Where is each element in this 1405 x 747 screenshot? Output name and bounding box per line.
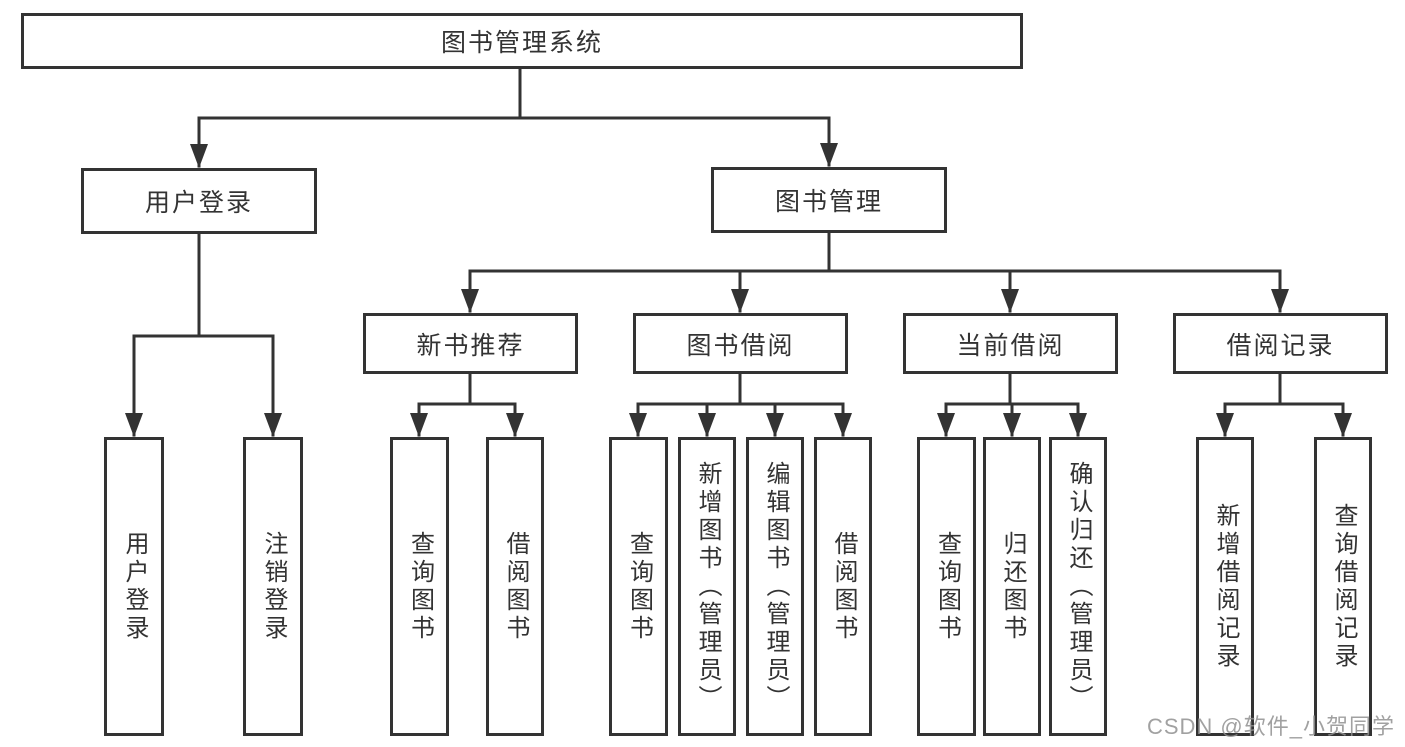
leaf-borrow-books: 借阅图书 (486, 437, 544, 736)
arrowheads (125, 143, 1352, 437)
leaf-query-books: 查询图书 (390, 437, 449, 736)
leaf-confirm-return-admin: 确认归还（管理员） (1049, 437, 1107, 736)
leaf-borrow-books-2: 借阅图书 (814, 437, 872, 736)
leaf-query-books-3: 查询图书 (917, 437, 976, 736)
leaf-return-books: 归还图书 (983, 437, 1041, 736)
node-new-book-recommend: 新书推荐 (363, 313, 578, 374)
node-borrow-records: 借阅记录 (1173, 313, 1388, 374)
leaf-logout: 注销登录 (243, 437, 303, 736)
node-current-borrowing: 当前借阅 (903, 313, 1118, 374)
leaf-query-books-2: 查询图书 (609, 437, 668, 736)
leaf-query-borrow-record: 查询借阅记录 (1314, 437, 1372, 736)
csdn-watermark: CSDN @软件_小贺同学 (1146, 714, 1395, 739)
node-book-management: 图书管理 (711, 167, 947, 233)
leaf-edit-books-admin: 编辑图书（管理员） (746, 437, 804, 736)
node-book-borrowing: 图书借阅 (633, 313, 848, 374)
node-user-login: 用户登录 (81, 168, 317, 234)
leaf-user-login: 用户登录 (104, 437, 164, 736)
leaf-add-books-admin: 新增图书（管理员） (678, 437, 736, 736)
node-library-system: 图书管理系统 (21, 13, 1023, 69)
leaf-add-borrow-record: 新增借阅记录 (1196, 437, 1254, 736)
